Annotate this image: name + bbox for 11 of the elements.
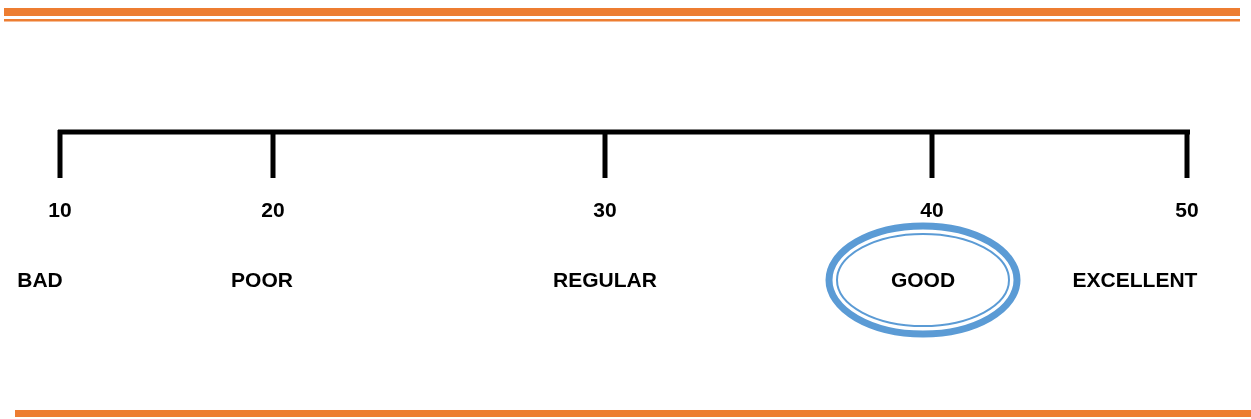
rating-label: BAD bbox=[17, 268, 63, 292]
highlight-ellipse bbox=[825, 222, 1021, 338]
rating-label: EXCELLENT bbox=[1072, 268, 1198, 292]
scale-value: 40 bbox=[920, 198, 944, 222]
scale-value: 10 bbox=[48, 198, 72, 222]
rating-label: GOOD bbox=[890, 268, 956, 292]
scale-value: 50 bbox=[1175, 198, 1199, 222]
rating-label: POOR bbox=[231, 268, 293, 292]
scale-value: 30 bbox=[593, 198, 617, 222]
rating-label: REGULAR bbox=[553, 268, 657, 292]
scale-value: 20 bbox=[261, 198, 285, 222]
